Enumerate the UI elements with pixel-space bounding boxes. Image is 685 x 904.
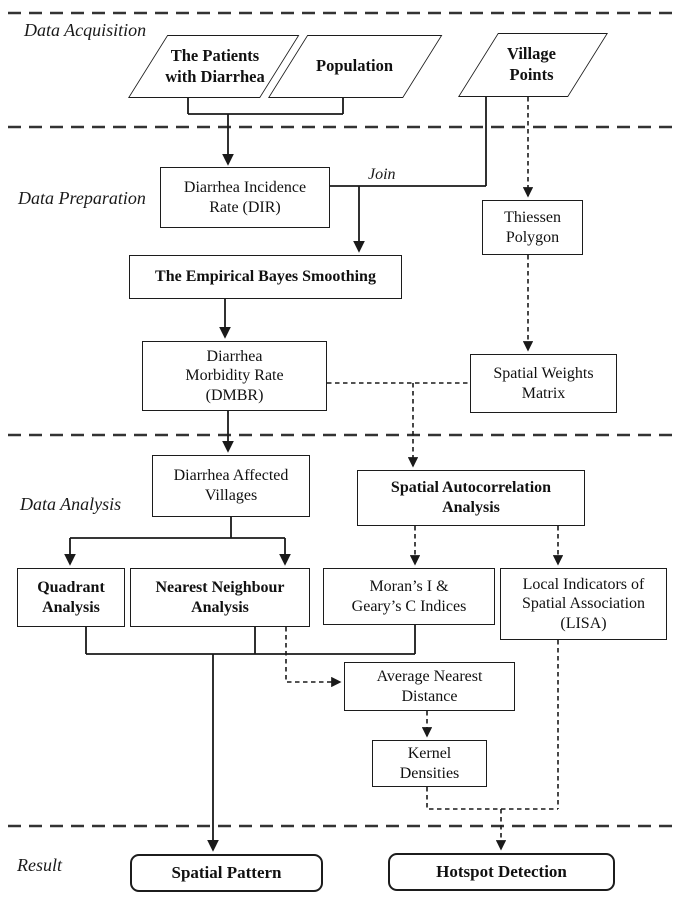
node-population-label: Population — [315, 56, 394, 76]
connector-nna-to-avg-nearest — [285, 627, 342, 688]
node-village-points: Village Points — [458, 33, 608, 97]
node-spatial-autocorrelation-analysis: Spatial Autocorrelation Analysis — [357, 470, 585, 526]
connector-analysis-bus — [85, 625, 416, 655]
node-quadrant-analysis: Quadrant Analysis — [17, 568, 125, 627]
node-spatial-weights-matrix: Spatial Weights Matrix — [470, 354, 617, 413]
join-edge-label: Join — [368, 166, 396, 183]
node-population: Population — [268, 35, 443, 98]
node-patients-with-diarrhea: The Patients with Diarrhea — [128, 35, 302, 98]
section-label-data-preparation: Data Preparation — [18, 188, 146, 208]
section-label-data-acquisition: Data Acquisition — [24, 20, 147, 40]
node-kernel-densities: Kernel Densities — [372, 740, 487, 787]
node-lisa: Local Indicators of Spatial Association … — [500, 568, 667, 640]
node-spatial-pattern: Spatial Pattern — [130, 854, 323, 892]
connector-dav-split — [70, 517, 285, 539]
node-diarrhea-incidence-rate: Diarrhea Incidence Rate (DIR) — [160, 167, 330, 228]
node-village-points-label: Village Points — [507, 44, 556, 84]
node-hotspot-detection: Hotspot Detection — [388, 853, 615, 891]
node-diarrhea-morbidity-rate: Diarrhea Morbidity Rate (DMBR) — [142, 341, 327, 411]
section-label-data-analysis: Data Analysis — [20, 494, 122, 514]
node-diarrhea-affected-villages: Diarrhea Affected Villages — [152, 455, 310, 517]
section-label-result: Result — [17, 855, 62, 875]
connector-inputs-merge — [187, 98, 344, 115]
node-morans-gearys-indices: Moran’s I & Geary’s C Indices — [323, 568, 495, 625]
node-patients-label: The Patients with Diarrhea — [165, 45, 265, 86]
node-nearest-neighbour-analysis: Nearest Neighbour Analysis — [130, 568, 310, 627]
node-average-nearest-distance: Average Nearest Distance — [344, 662, 515, 711]
connector-kernel-bus — [426, 787, 558, 810]
node-thiessen-polygon: Thiessen Polygon — [482, 200, 583, 255]
node-empirical-bayes-smoothing: The Empirical Bayes Smoothing — [129, 255, 402, 299]
